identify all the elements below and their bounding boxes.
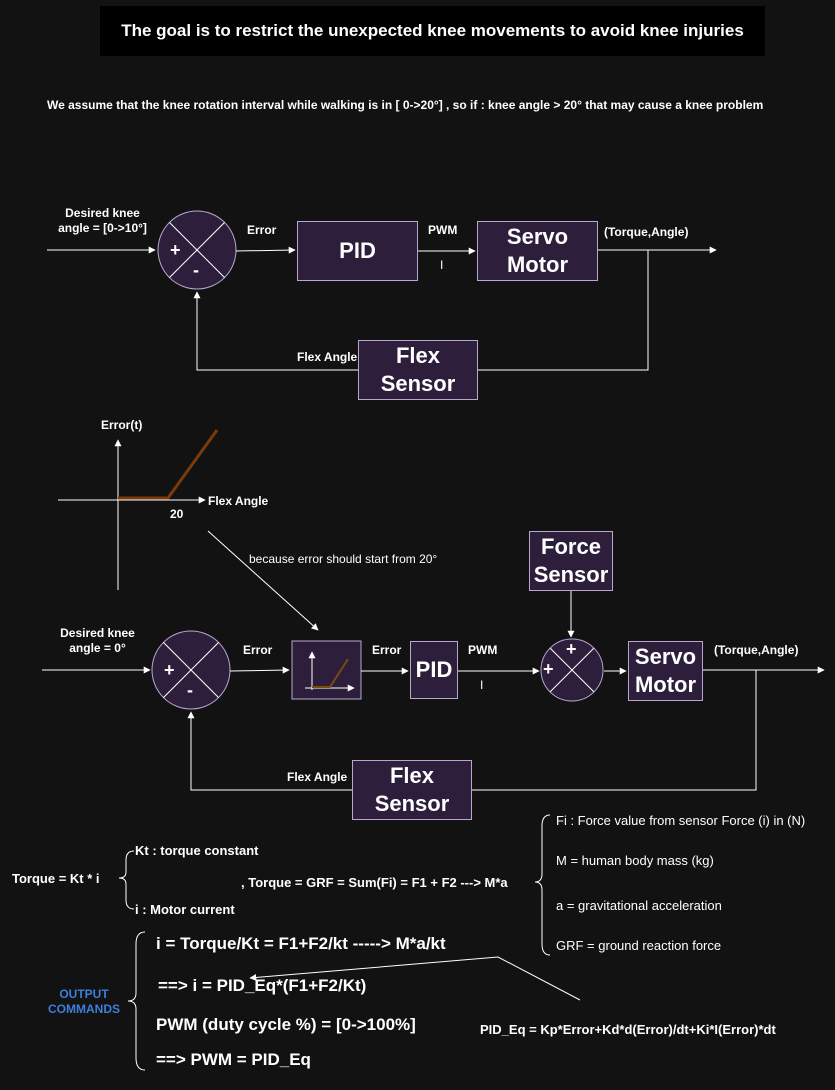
d2-sum2-plus-left: + (543, 659, 554, 679)
d1-pwm-label: PWM (428, 223, 458, 237)
grf-definition: GRF = ground reaction force (556, 938, 722, 953)
brace-torque (118, 850, 135, 910)
fi-definition: Fi : Force value from sensor Force (i) i… (556, 813, 806, 828)
d2-current-label: I (480, 678, 484, 692)
pid-equation: PID_Eq = Kp*Error+Kd*d(Error)/dt+Ki*I(Er… (480, 1022, 776, 1037)
d1-sum-junction (157, 210, 237, 290)
d1-current-label: I (440, 258, 444, 272)
d2-output-label: (Torque,Angle) (714, 643, 799, 657)
output-commands-label: OUTPUT COMMANDS (48, 987, 120, 1016)
d2-pwm-label: PWM (468, 643, 498, 657)
d1-error-arrow (235, 246, 296, 254)
d2-error-label-1: Error (243, 643, 273, 657)
d2-error-arrow-1 (229, 666, 290, 674)
graph-y-label: Error(t) (101, 418, 143, 432)
command-current: i = Torque/Kt = F1+F2/kt -----> M*a/kt (156, 934, 446, 953)
command-pwm-range: PWM (duty cycle %) = [0->100%] (156, 1015, 416, 1034)
torque-equation: Torque = Kt * i (12, 871, 100, 886)
d2-sum-junction-2 (540, 638, 604, 702)
i-definition: i : Motor current (135, 902, 235, 917)
d1-input-label: Desired knee angle = [0->10°] (58, 206, 147, 235)
threshold-block (291, 640, 362, 700)
d1-feedback-to-sensor (478, 250, 649, 371)
grf-equation: , Torque = GRF = Sum(Fi) = F1 + F2 ---> … (241, 875, 508, 890)
d1-plus-sign: + (170, 240, 181, 260)
d1-feedback-to-sum (193, 291, 358, 371)
brace-definitions (534, 814, 551, 956)
a-definition: a = gravitational acceleration (556, 898, 722, 913)
d1-minus-sign: - (193, 260, 199, 280)
d2-plus-sign: + (164, 660, 175, 680)
d1-output-label: (Torque,Angle) (604, 225, 689, 239)
assumption-text: We assume that the knee rotation interva… (47, 98, 764, 112)
note-arrow (207, 530, 319, 631)
d1-pid-block[interactable]: PID (297, 221, 418, 281)
d2-sum2-plus-top: + (566, 639, 577, 659)
d2-pid-block[interactable]: PID (410, 641, 458, 699)
d2-flex-angle-label: Flex Angle (287, 770, 348, 784)
d2-error-label-2: Error (372, 643, 402, 657)
graph-tick-20: 20 (170, 507, 184, 521)
d2-feedback-to-sensor (472, 670, 757, 791)
d2-minus-sign: - (187, 680, 193, 700)
graph-note: because error should start from 20° (249, 552, 438, 566)
d2-input-label: Desired knee angle = 0° (60, 626, 135, 655)
page-title: The goal is to restrict the unexpected k… (100, 6, 765, 56)
graph-x-label: Flex Angle (208, 494, 269, 508)
d2-feedback-to-sum (187, 711, 352, 791)
pid-eq-arrow (249, 956, 581, 1001)
brace-output (127, 931, 146, 1071)
d1-flex-angle-label: Flex Angle (297, 350, 358, 364)
d2-sum-junction (151, 630, 231, 710)
error-curve (118, 429, 219, 500)
m-definition: M = human body mass (kg) (556, 853, 714, 868)
command-pwm-pid: ==> PWM = PID_Eq (156, 1050, 311, 1069)
d1-error-label: Error (247, 223, 277, 237)
command-current-pid: ==> i = PID_Eq*(F1+F2/Kt) (158, 976, 367, 995)
kt-definition: Kt : torque constant (135, 843, 259, 858)
